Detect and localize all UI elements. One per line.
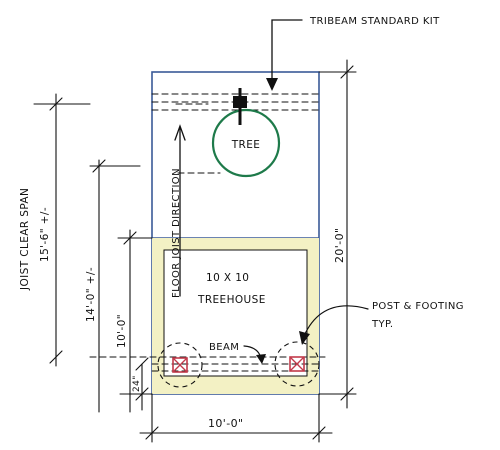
beam-lines xyxy=(89,356,326,372)
kit-label: TRIBEAM STANDARD KIT xyxy=(309,16,440,27)
post-footing-label: POST & FOOTING xyxy=(372,301,464,312)
dimension-24 xyxy=(119,357,153,411)
beam-arrowhead xyxy=(256,354,266,364)
overall-length-label: 20'-0" xyxy=(333,228,346,263)
joist-span-label: JOIST CLEAR SPAN xyxy=(19,188,31,291)
dimension-10 xyxy=(117,229,153,413)
dimension-14-label: 14'-0" +/- xyxy=(85,267,97,322)
post-footing-typ-label: TYP. xyxy=(371,319,393,330)
dimension-24-label: 24" xyxy=(132,375,142,392)
joist-span-dimension xyxy=(33,93,209,367)
dimension-14 xyxy=(89,159,221,413)
joist-direction-arrowhead xyxy=(174,124,186,141)
tree-label: TREE xyxy=(231,139,261,151)
post-leader-line xyxy=(303,305,369,337)
kit-leader-line xyxy=(271,19,303,81)
post-footing-left xyxy=(157,342,203,388)
floor-joist-direction-label: FLOOR JOIST DIRECTION xyxy=(171,168,182,298)
post-footing-right xyxy=(274,341,320,387)
width-dimension xyxy=(139,393,333,443)
treehouse-area xyxy=(152,238,319,394)
dimension-10-label: 10'-0" xyxy=(116,314,128,348)
kit-arrowhead xyxy=(266,78,278,91)
treehouse-label-size: 10 X 10 xyxy=(206,272,249,284)
joist-span-value: 15'-6" +/- xyxy=(39,207,51,262)
overall-length-dimension xyxy=(318,59,357,409)
post-arrowhead xyxy=(299,331,310,345)
width-label: 10'-0" xyxy=(208,417,243,430)
treehouse-label-name: TREEHOUSE xyxy=(197,294,266,306)
tree-circle xyxy=(211,108,281,178)
treehouse-inner-outline xyxy=(163,249,308,377)
beam-label: BEAM xyxy=(209,342,239,353)
